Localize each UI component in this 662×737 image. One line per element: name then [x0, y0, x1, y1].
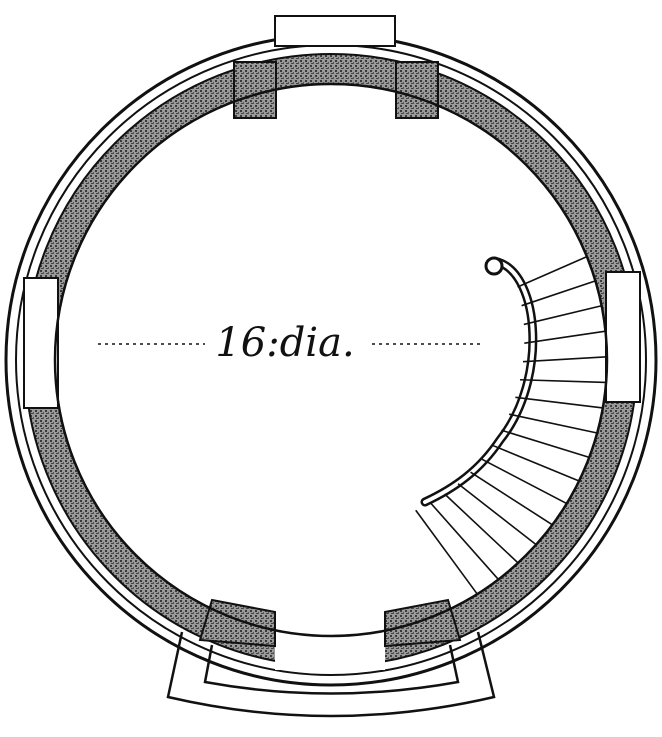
window-left — [23, 277, 59, 409]
stair-tread — [517, 255, 588, 288]
stair-treads — [415, 255, 608, 595]
handrail-newel — [484, 256, 504, 276]
door-gap — [275, 610, 385, 670]
stair-tread — [481, 458, 568, 505]
stair-tread — [444, 493, 519, 564]
stair-tread — [521, 280, 596, 307]
wall-openings — [23, 15, 641, 670]
stair-tread — [524, 330, 606, 344]
stair-tread — [508, 413, 598, 434]
window-right — [605, 271, 641, 403]
stair-tread — [515, 396, 603, 409]
stair-tread — [429, 502, 499, 580]
interior-wall-line — [53, 82, 609, 638]
stair-tread — [492, 444, 580, 482]
stair-tread — [457, 483, 537, 546]
stair-tread — [522, 355, 608, 363]
spiral-staircase — [415, 255, 608, 595]
stair-tread — [470, 471, 553, 526]
stair-tread — [519, 378, 607, 384]
stair-tread — [501, 429, 590, 459]
window-top — [274, 15, 396, 47]
diameter-label: 16:dia. — [215, 320, 355, 366]
stair-tread — [415, 509, 478, 595]
stair-tread — [523, 304, 602, 326]
pier-right — [395, 61, 439, 119]
entrance-porch — [166, 631, 496, 718]
